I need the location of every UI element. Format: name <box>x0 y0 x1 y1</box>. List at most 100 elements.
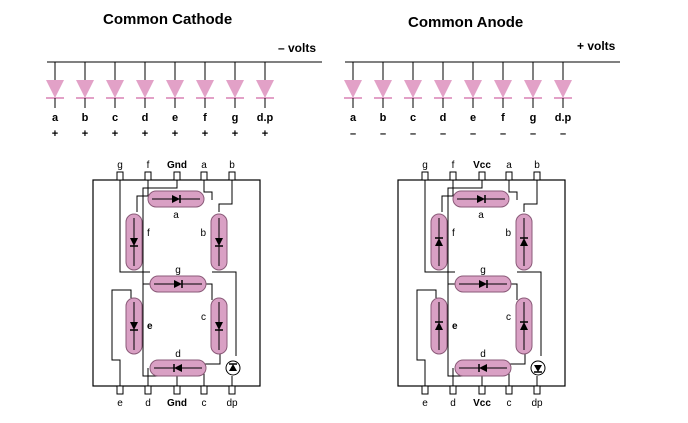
led-sign: – <box>440 128 446 140</box>
led-sign: + <box>142 128 148 140</box>
diode-icon <box>520 238 528 246</box>
pin-label: dp <box>531 398 543 409</box>
led-sign: – <box>350 128 356 140</box>
pin-top <box>116 171 124 181</box>
led-label: b <box>380 112 387 124</box>
wire <box>416 289 437 386</box>
segment-label: b <box>505 228 511 239</box>
led-sign: + <box>232 128 238 140</box>
segment-label: b <box>200 228 206 239</box>
diode-icon <box>479 364 487 372</box>
led-label: b <box>82 112 89 124</box>
led-label: d.p <box>257 112 274 124</box>
led-sign: + <box>172 128 178 140</box>
wire <box>203 180 213 200</box>
led-icon <box>76 80 94 98</box>
segment-label: c <box>201 312 206 323</box>
rail-label: + volts <box>577 39 616 53</box>
led-sign: – <box>380 128 386 140</box>
wire <box>447 180 483 386</box>
panel-title: Common Anode <box>408 14 523 31</box>
pin-label: b <box>534 160 540 171</box>
led-label: f <box>501 112 505 124</box>
diode-icon <box>174 280 182 288</box>
segment-label: e <box>147 321 153 332</box>
pin-bottom <box>116 385 124 395</box>
led-label: g <box>232 112 239 124</box>
led-icon <box>374 80 392 98</box>
pin-label: f <box>452 160 455 171</box>
led-sign: – <box>470 128 476 140</box>
pin-bottom <box>421 385 429 395</box>
segment-label: d <box>480 349 486 360</box>
pin-label: c <box>507 398 512 409</box>
led-icon <box>256 80 274 98</box>
led-icon <box>196 80 214 98</box>
pin-bottom <box>478 385 486 395</box>
diode-icon <box>130 238 138 246</box>
led-label: d <box>440 112 447 124</box>
dp-diode-icon <box>229 364 237 371</box>
diode-icon <box>477 195 485 203</box>
pin-label: Gnd <box>167 160 187 171</box>
pin-bottom <box>144 385 152 395</box>
pin-label: Vcc <box>473 160 491 171</box>
led-label: g <box>530 112 537 124</box>
pin-top <box>228 171 236 181</box>
pin-top <box>505 171 513 181</box>
pin-label: f <box>147 160 150 171</box>
wire <box>517 271 542 356</box>
led-label: c <box>112 112 118 124</box>
led-label: e <box>172 112 178 124</box>
pin-label: e <box>117 398 123 409</box>
led-label: c <box>410 112 416 124</box>
led-sign: + <box>52 128 58 140</box>
led-label: d <box>142 112 149 124</box>
led-sign: – <box>410 128 416 140</box>
led-icon <box>434 80 452 98</box>
pin-bottom <box>228 385 236 395</box>
wire <box>119 180 150 273</box>
segment-label: g <box>175 265 181 276</box>
led-label: a <box>52 112 59 124</box>
led-label: a <box>350 112 357 124</box>
pin-top <box>478 171 486 181</box>
led-sign: – <box>530 128 536 140</box>
diode-icon <box>435 238 443 246</box>
pin-label: dp <box>226 398 238 409</box>
pin-top <box>449 171 457 181</box>
pin-top <box>533 171 541 181</box>
pin-label: a <box>201 160 207 171</box>
wire <box>508 180 518 200</box>
segment-label: f <box>452 228 455 239</box>
wire <box>218 180 233 212</box>
pin-top <box>421 171 429 181</box>
pin-bottom <box>173 385 181 395</box>
rail-label: – volts <box>278 41 316 55</box>
segment-label: f <box>147 228 150 239</box>
wire <box>111 289 132 386</box>
led-row: a–b–c–d–e–f–g–d.p– <box>344 62 572 140</box>
panel-title: Common Cathode <box>103 11 232 28</box>
led-icon <box>136 80 154 98</box>
led-label: e <box>470 112 476 124</box>
pin-label: g <box>422 160 428 171</box>
pin-label: e <box>422 398 428 409</box>
pin-label: g <box>117 160 123 171</box>
wire <box>203 354 221 386</box>
pin-label: Gnd <box>167 398 187 409</box>
pin-bottom <box>533 385 541 395</box>
led-sign: + <box>82 128 88 140</box>
diode-icon <box>479 280 487 288</box>
segment-label: d <box>175 349 181 360</box>
led-icon <box>494 80 512 98</box>
pin-label: d <box>450 398 456 409</box>
diode-icon <box>130 322 138 330</box>
pin-top <box>200 171 208 181</box>
dp-diode-icon <box>534 365 542 372</box>
segment-label: a <box>173 210 179 221</box>
pin-label: c <box>202 398 207 409</box>
